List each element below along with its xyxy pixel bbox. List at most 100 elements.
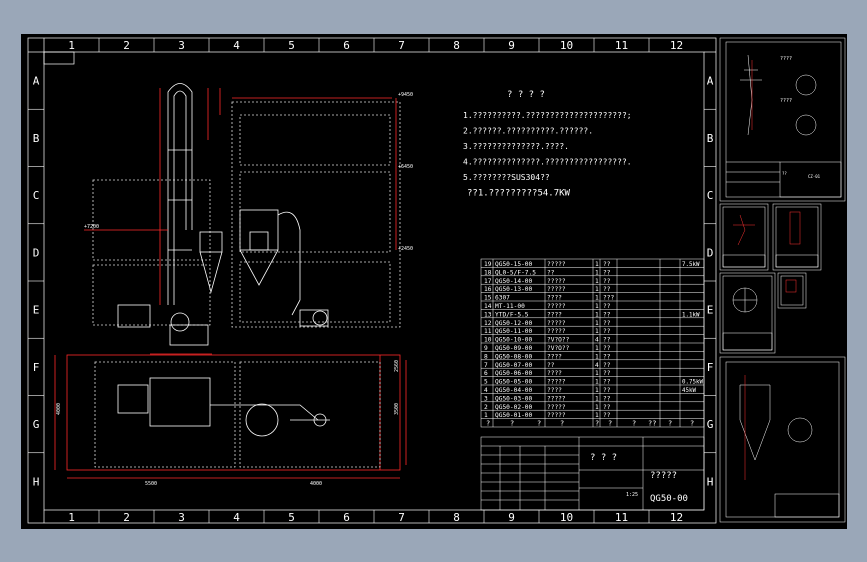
bom-name: ?????: [547, 328, 566, 335]
bom-qty: 1: [595, 311, 599, 318]
row-label-left: E: [33, 304, 40, 317]
bom-material: ??: [603, 328, 611, 335]
bom-header: ??: [648, 420, 656, 428]
bom-material: ??: [603, 303, 611, 310]
bom-name: ?????: [547, 278, 566, 285]
row-label-right: B: [707, 132, 714, 145]
bom-header: ?: [668, 420, 672, 428]
column-ticks: [98, 38, 650, 523]
thumb-sheet-1[interactable]: [719, 37, 846, 202]
bom-qty: 1: [595, 286, 599, 293]
bom-qty: 4: [595, 337, 599, 344]
bom-qty: 1: [595, 303, 599, 310]
elev-top-label: +9450: [398, 92, 413, 98]
bom-code: QG50-07-00: [495, 362, 533, 369]
plan-width-label: 5500: [145, 481, 157, 487]
note-line: 3.??????????????.????.: [463, 142, 569, 151]
elevation-view[interactable]: [84, 83, 401, 355]
elev-low-label: +2450: [398, 246, 413, 252]
thumb1-label2: ????: [780, 98, 792, 104]
bom-qty: 1: [595, 278, 599, 285]
bom-code: QG50-12-00: [495, 320, 533, 327]
thumb-sheet-5[interactable]: [777, 272, 807, 309]
thumb-sheet-4[interactable]: [719, 272, 776, 354]
row-label-right: A: [707, 75, 714, 88]
col-label-top: 12: [670, 39, 683, 52]
elev-mid-label: +6450: [398, 164, 413, 170]
bom-code: QG50-15-00: [495, 261, 533, 268]
bom-qty: 1: [595, 387, 599, 394]
col-label-bottom: 12: [670, 511, 683, 524]
bom-code: QG50-13-00: [495, 286, 533, 293]
bom-code: QG50-14-00: [495, 278, 533, 285]
bom-name: ?????: [547, 395, 566, 402]
thumb-sheet-6[interactable]: [719, 356, 846, 523]
note-line: 4.??????????????.?????????????????.: [463, 158, 632, 167]
bom-no: 4: [484, 387, 488, 394]
bom-material: ??: [603, 278, 611, 285]
bom-material: ??: [603, 370, 611, 377]
bom-code: QG50-05-00: [495, 379, 533, 386]
thumb1-label1: ????: [780, 56, 792, 62]
row-label-left: H: [33, 475, 40, 488]
col-label-top: 1: [68, 39, 75, 52]
plan-view[interactable]: [54, 354, 407, 479]
paper: [21, 34, 847, 529]
title-block[interactable]: [480, 436, 705, 511]
bom-header: ?: [486, 420, 490, 428]
col-label-top: 2: [123, 39, 130, 52]
bom-code: MT-11-00: [495, 303, 525, 310]
bom-material: ??: [603, 261, 611, 268]
col-label-bottom: 9: [508, 511, 515, 524]
row-label-right: C: [707, 189, 714, 202]
col-label-top: 10: [560, 39, 573, 52]
technical-notes: 1.??????????.?????????????????????;2.???…: [463, 111, 632, 199]
plan-side-label: 3500: [394, 403, 400, 415]
bom-qty: 1: [595, 320, 599, 327]
row-label-right: H: [707, 475, 714, 488]
col-label-bottom: 6: [343, 511, 350, 524]
bom-name: ?????: [547, 261, 566, 268]
bom-name: ??: [547, 269, 555, 276]
bom-no: 18: [484, 269, 492, 276]
bom-header: ?: [632, 420, 636, 428]
bom-no: 3: [484, 395, 488, 402]
bom-qty: 1: [595, 269, 599, 276]
bom-code: 6307: [495, 295, 510, 302]
bom-grid: [480, 258, 705, 428]
bom-name: ?????: [547, 412, 566, 419]
bom-qty: 1: [595, 295, 599, 302]
col-label-bottom: 4: [233, 511, 240, 524]
tb-scale: 1:25: [626, 492, 638, 498]
thumb-sheet-2[interactable]: [719, 203, 769, 271]
bom-header: ?: [510, 420, 514, 428]
bom-name: ?????: [547, 320, 566, 327]
bom-material: ??: [603, 404, 611, 411]
tb-company: ? ? ?: [590, 453, 617, 463]
bom-qty: 4: [595, 362, 599, 369]
bom-no: 8: [484, 353, 488, 360]
thumb-sheet-3[interactable]: [772, 203, 822, 271]
bom-header: ?: [608, 420, 612, 428]
row-label-right: G: [707, 418, 714, 431]
bom-no: 13: [484, 311, 492, 318]
bom-code: QG50-06-00: [495, 370, 533, 377]
bom-no: 10: [484, 337, 492, 344]
bom-no: 15: [484, 295, 492, 302]
bom-material: ??: [603, 387, 611, 394]
bom-material: ??: [603, 269, 611, 276]
row-label-left: G: [33, 418, 40, 431]
bom-material: ??: [603, 379, 611, 386]
note-line: ??1.?????????54.7KW: [467, 189, 571, 199]
note-line: 2.??????.??????????.??????.: [463, 127, 593, 136]
bom-qty: 1: [595, 328, 599, 335]
bom-no: 7: [484, 362, 488, 369]
col-label-bottom: 10: [560, 511, 573, 524]
bom-qty: 1: [595, 379, 599, 386]
thumb1-tb: ??: [782, 171, 787, 176]
bom-name: ????: [547, 387, 562, 394]
